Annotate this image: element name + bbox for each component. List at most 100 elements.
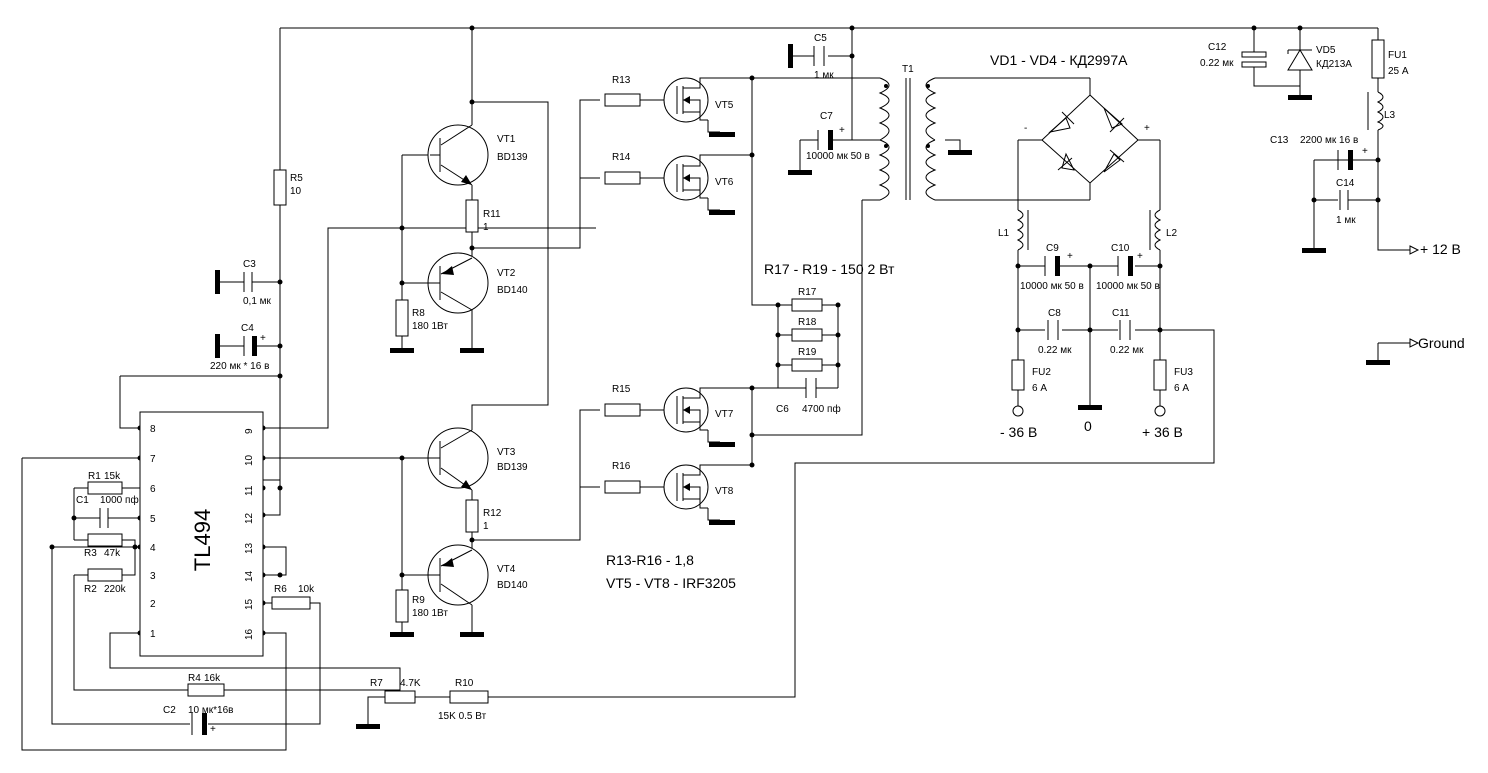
transistor-vt4: VT4 BD140 <box>420 544 528 606</box>
svg-text:R10: R10 <box>455 678 474 689</box>
svg-text:BD140: BD140 <box>497 285 528 296</box>
svg-text:BD139: BD139 <box>497 462 528 473</box>
svg-text:R14: R14 <box>612 152 631 163</box>
note-vt5-vt8: VT5 - VT8 - IRF3205 <box>606 575 736 591</box>
svg-text:VT7: VT7 <box>715 409 734 420</box>
svg-text:VT4: VT4 <box>497 564 516 575</box>
svg-text:C9: C9 <box>1046 243 1059 254</box>
ic-pin-15: 15 <box>244 598 255 610</box>
svg-text:R13: R13 <box>612 75 631 86</box>
resistor-r17 <box>791 298 823 312</box>
fuses: FU1 25 А FU2 6 А FU3 6 А <box>1011 39 1409 394</box>
svg-text:R2: R2 <box>84 584 97 595</box>
svg-text:R15: R15 <box>612 384 631 395</box>
svg-text:10 мк*16в: 10 мк*16в <box>188 705 233 716</box>
svg-text:10000 мк 50 в: 10000 мк 50 в <box>1096 281 1160 292</box>
svg-text:+: + <box>1067 251 1073 262</box>
svg-text:R17: R17 <box>798 287 817 298</box>
svg-text:L3: L3 <box>1384 110 1396 121</box>
svg-text:BD140: BD140 <box>497 580 528 591</box>
svg-text:R11: R11 <box>483 209 501 220</box>
note-diodes: VD1 - VD4 - КД2997А <box>990 52 1128 68</box>
capacitors: C1 1000 пф C2 10 мк*16в + C3 0,1 мк C4 +… <box>76 33 1368 735</box>
transformer-t1: T1 <box>878 64 937 201</box>
resistor-r3 <box>87 533 123 547</box>
svg-text:+: + <box>1137 251 1143 262</box>
svg-text:0.22 мк: 0.22 мк <box>1038 345 1072 356</box>
svg-text:R7: R7 <box>370 678 383 689</box>
svg-text:L2: L2 <box>1166 228 1178 239</box>
terminal-minus36: - 36 В <box>1000 424 1037 440</box>
svg-text:C1: C1 <box>76 495 89 506</box>
svg-text:47k: 47k <box>104 548 121 559</box>
resistor-r1 <box>87 481 123 495</box>
terminal-zero: 0 <box>1084 418 1092 434</box>
svg-text:10000 мк 50 в: 10000 мк 50 в <box>1020 281 1084 292</box>
svg-text:VT6: VT6 <box>715 177 734 188</box>
svg-text:+: + <box>210 724 216 735</box>
svg-text:FU2: FU2 <box>1032 367 1051 378</box>
output-terminals: - 36 В 0 + 36 В + 12 В Ground <box>1000 241 1465 440</box>
svg-text:C12: C12 <box>1208 42 1227 53</box>
ic-pin-2: 2 <box>150 599 156 610</box>
svg-text:C13: C13 <box>1270 135 1289 146</box>
ic-pin-1: 1 <box>150 629 156 640</box>
svg-text:1 мк: 1 мк <box>1336 215 1356 226</box>
ic-pin-5: 5 <box>150 514 156 525</box>
svg-text:VT3: VT3 <box>497 447 516 458</box>
svg-text:C6: C6 <box>776 404 789 415</box>
resistor-r12 <box>465 499 479 533</box>
resistor-r8 <box>395 299 409 337</box>
resistor-r10 <box>449 690 489 704</box>
note-r17-r19: R17 - R19 - 150 2 Вт <box>764 261 895 277</box>
svg-text:R8: R8 <box>412 308 425 319</box>
svg-text:C7: C7 <box>820 111 833 122</box>
resistor-r16 <box>604 480 641 494</box>
wires <box>21 27 1410 751</box>
ic-label: TL494 <box>190 509 215 571</box>
zener-diode-vd5: VD5 КД213А <box>1287 45 1352 71</box>
svg-text:C14: C14 <box>1336 178 1355 189</box>
ic-pin-4: 4 <box>150 543 156 554</box>
ground-symbols <box>215 44 1390 729</box>
svg-text:25 А: 25 А <box>1388 66 1409 77</box>
svg-text:R18: R18 <box>798 317 817 328</box>
svg-text:R19: R19 <box>798 347 817 358</box>
svg-text:6 А: 6 А <box>1174 383 1189 394</box>
svg-text:R1: R1 <box>88 471 101 482</box>
ic-pin-10: 10 <box>244 454 255 466</box>
svg-text:-: - <box>1024 123 1027 134</box>
svg-text:15K 0.5 Вт: 15K 0.5 Вт <box>438 711 487 722</box>
svg-text:VT8: VT8 <box>715 486 734 497</box>
svg-text:R16: R16 <box>612 461 631 472</box>
bjt-transistors: VT1 BD139 VT2 BD140 VT3 BD139 <box>420 124 528 606</box>
ic-pin-3: 3 <box>150 571 156 582</box>
svg-text:R4: R4 <box>188 673 201 684</box>
svg-text:+: + <box>1362 146 1368 157</box>
svg-text:0,1 мк: 0,1 мк <box>243 296 272 307</box>
svg-text:+: + <box>839 125 845 136</box>
resistor-r6 <box>271 596 311 610</box>
resistor-r2 <box>87 568 123 582</box>
tl494-ic: TL494 1 2 3 4 5 6 7 8 9 10 11 12 13 14 1… <box>139 411 264 657</box>
mosfet-vt7: VT7 <box>663 387 734 433</box>
ic-pin-7: 7 <box>150 454 156 465</box>
svg-text:180 1Вт: 180 1Вт <box>412 608 448 619</box>
svg-text:T1: T1 <box>902 64 914 75</box>
transistor-vt1: VT1 BD139 <box>427 124 528 186</box>
resistors: R1 15k R3 47k R2 220k R4 16k R5 10 R6 10… <box>84 75 823 722</box>
ic-pin-6: 6 <box>150 484 156 495</box>
svg-text:1000 пф: 1000 пф <box>100 494 139 506</box>
svg-text:C5: C5 <box>814 33 827 44</box>
svg-text:+: + <box>260 333 266 344</box>
svg-text:4700 пф: 4700 пф <box>802 403 841 415</box>
svg-text:15k: 15k <box>104 471 121 482</box>
mosfet-vt5: VT5 <box>663 77 734 123</box>
resistor-r19 <box>791 358 823 372</box>
svg-text:1 мк: 1 мк <box>814 70 834 81</box>
schematic-notes: VD1 - VD4 - КД2997А R17 - R19 - 150 2 Вт… <box>606 52 1128 591</box>
ic-pin-13: 13 <box>244 542 255 554</box>
ic-pin-9: 9 <box>244 428 255 434</box>
svg-text:C3: C3 <box>243 259 256 270</box>
svg-text:FU3: FU3 <box>1174 367 1193 378</box>
